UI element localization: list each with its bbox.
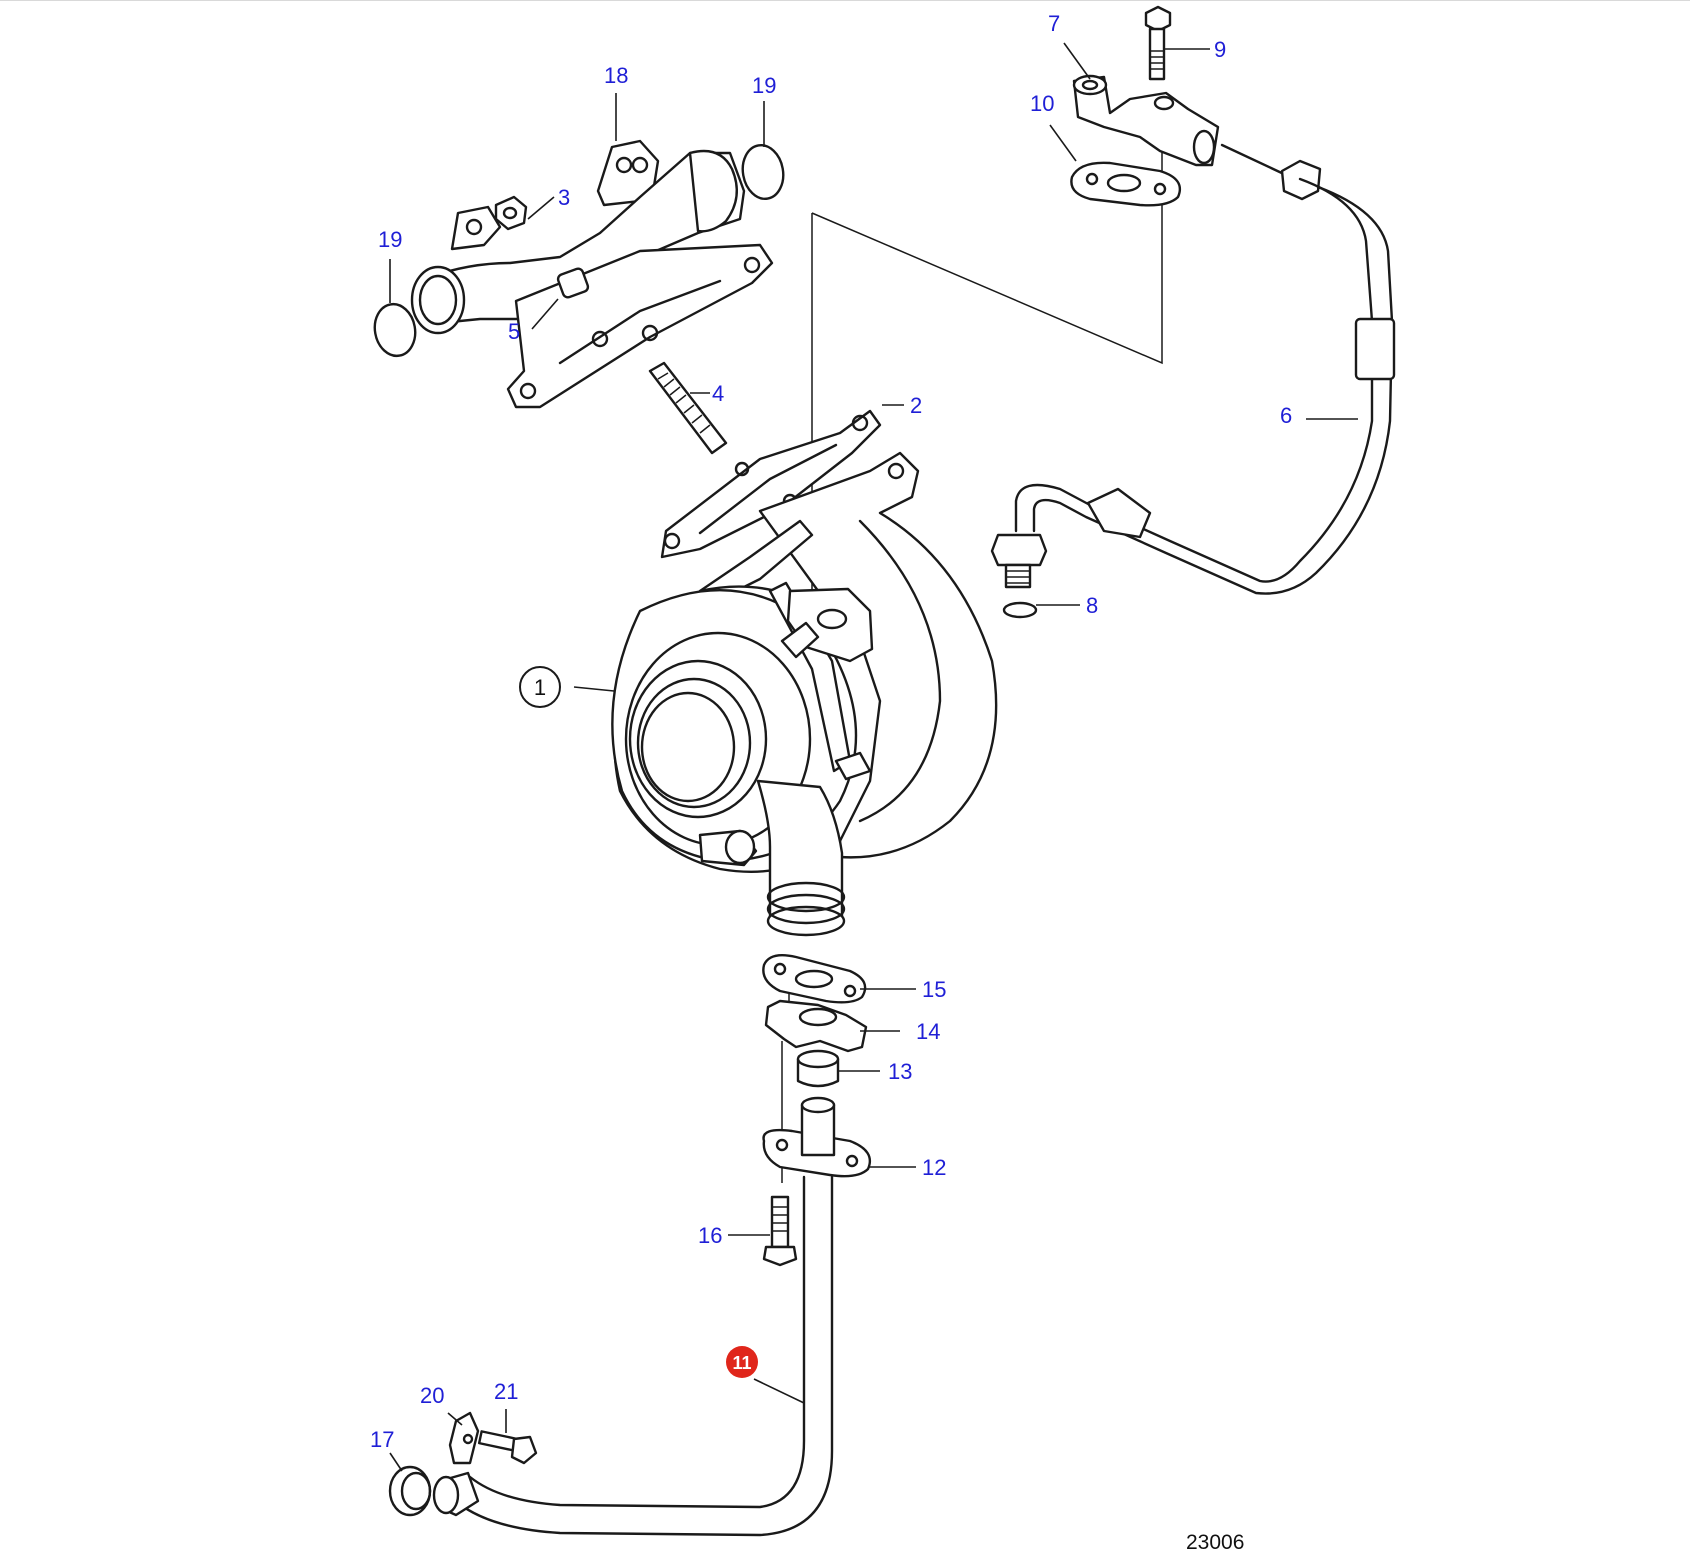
oil-feed-pipe-part[interactable] — [990, 143, 1396, 595]
callout-highlighted-group: 11 — [726, 1346, 758, 1378]
callout-2[interactable]: 2 — [910, 393, 922, 418]
callout-7[interactable]: 7 — [1048, 11, 1060, 36]
callout-4[interactable]: 4 — [712, 381, 724, 406]
drain-gasket-part[interactable] — [762, 954, 867, 1004]
stud-part[interactable] — [648, 361, 728, 455]
nut-part[interactable] — [494, 195, 528, 231]
oil-inlet-fitting-part[interactable] — [1072, 74, 1220, 167]
turbocharger-part[interactable] — [611, 451, 998, 937]
callout-16[interactable]: 16 — [698, 1223, 722, 1248]
callout-8[interactable]: 8 — [1086, 593, 1098, 618]
clip-part[interactable] — [448, 1411, 480, 1465]
callout-6[interactable]: 6 — [1280, 403, 1292, 428]
callout-21[interactable]: 21 — [494, 1379, 518, 1404]
callout-main-group: 1 — [519, 666, 561, 708]
callout-1[interactable]: 1 — [534, 675, 546, 700]
o-ring-upper[interactable] — [739, 142, 788, 202]
callout-19-lower[interactable]: 19 — [378, 227, 402, 252]
highlight-marker — [726, 1346, 758, 1378]
callout-15[interactable]: 15 — [922, 977, 946, 1002]
o-ring-small[interactable] — [1002, 601, 1038, 619]
flange-gasket-part[interactable] — [1070, 161, 1182, 207]
sleeve-part[interactable] — [796, 1049, 840, 1088]
drain-pipe-part[interactable] — [432, 1096, 872, 1537]
drawing-number: 23006 — [1186, 1531, 1244, 1554]
callout-3[interactable]: 3 — [558, 185, 570, 210]
callout-leaders — [389, 42, 1358, 1472]
callout-11[interactable]: 11 — [732, 1353, 751, 1373]
callout-18[interactable]: 18 — [604, 63, 628, 88]
callout-12[interactable]: 12 — [922, 1155, 946, 1180]
callout-19-upper[interactable]: 19 — [752, 73, 776, 98]
callout-main-circle — [519, 666, 561, 708]
callout-10[interactable]: 10 — [1030, 91, 1054, 116]
drain-flange-part[interactable] — [764, 999, 868, 1053]
callout-14[interactable]: 14 — [916, 1019, 940, 1044]
callout-17[interactable]: 17 — [370, 1427, 394, 1452]
screw-part[interactable] — [477, 1430, 538, 1465]
callout-13[interactable]: 13 — [888, 1059, 912, 1084]
bolt-part[interactable] — [1144, 5, 1172, 81]
water-elbow-part[interactable] — [410, 139, 774, 409]
callout-5[interactable]: 5 — [508, 319, 520, 344]
o-ring-lower[interactable] — [371, 301, 419, 359]
callout-9[interactable]: 9 — [1214, 37, 1226, 62]
flange-bolt-part[interactable] — [762, 1195, 798, 1267]
callout-20[interactable]: 20 — [420, 1383, 444, 1408]
clamp-ring-part[interactable] — [388, 1465, 432, 1517]
